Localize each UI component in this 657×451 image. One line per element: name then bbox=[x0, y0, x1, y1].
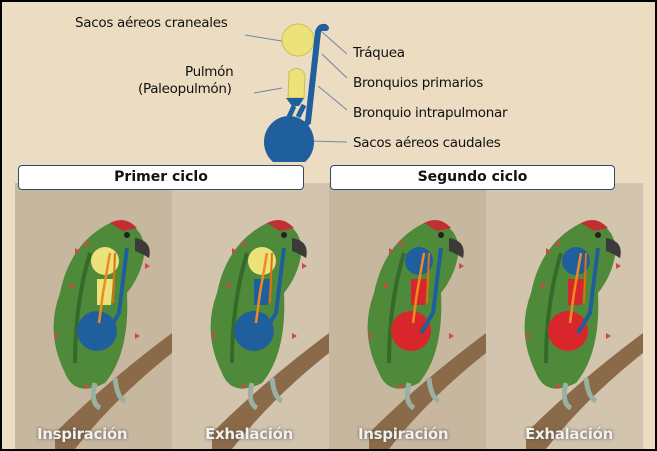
parrot-illustration bbox=[172, 183, 329, 449]
parrot-panel: Exhalación bbox=[172, 183, 329, 449]
branch bbox=[212, 333, 329, 449]
trachea bbox=[105, 247, 129, 335]
label-trachea: Tráquea bbox=[353, 45, 405, 61]
airflow-arrow bbox=[254, 252, 269, 324]
phase-caption: Inspiración bbox=[37, 425, 128, 443]
parrot-panel: Exhalación bbox=[486, 183, 643, 449]
lung bbox=[97, 279, 113, 305]
branch bbox=[526, 333, 643, 449]
lung bbox=[254, 279, 270, 305]
label-caudal-air-sacs: Sacos aéreos caudales bbox=[353, 135, 501, 151]
branch bbox=[369, 333, 486, 449]
caudal-air-sac bbox=[264, 116, 314, 162]
beak bbox=[449, 238, 464, 258]
parrot-panel: Inspiración bbox=[329, 183, 486, 449]
beak bbox=[292, 238, 307, 258]
beak bbox=[606, 238, 621, 258]
parrot-panel: Inspiración bbox=[15, 183, 172, 449]
trachea bbox=[576, 247, 600, 335]
airflow-arrow bbox=[568, 252, 583, 324]
cranial-air-sac bbox=[562, 247, 590, 275]
parrot-illustration bbox=[15, 183, 172, 449]
trachea bbox=[419, 247, 443, 335]
airflow-arrow bbox=[411, 252, 426, 324]
first-cycle-header: Primer ciclo bbox=[18, 165, 304, 190]
phase-caption: Inspiración bbox=[358, 425, 449, 443]
parrot-illustration bbox=[486, 183, 643, 449]
trachea bbox=[262, 247, 286, 335]
label-primary-bronchi: Bronquios primarios bbox=[353, 75, 483, 91]
cranial-air-sac bbox=[281, 23, 315, 57]
caudal-air-sac bbox=[548, 311, 588, 351]
intrapulmonary-bronchus bbox=[286, 98, 304, 106]
cranial-air-sac bbox=[248, 247, 276, 275]
caudal-air-sac bbox=[234, 311, 274, 351]
caudal-air-sac bbox=[77, 311, 117, 351]
label-lung-sub: (Paleopulmón) bbox=[138, 81, 232, 97]
second-cycle-header: Segundo ciclo bbox=[330, 165, 615, 190]
respiratory-system-diagram bbox=[244, 23, 348, 162]
airflow-arrow bbox=[97, 252, 112, 324]
parrot-illustration bbox=[329, 183, 486, 449]
label-cranial-air-sacs: Sacos aéreos craneales bbox=[75, 15, 228, 31]
branch bbox=[55, 333, 172, 449]
phase-caption: Exhalación bbox=[205, 425, 294, 443]
label-intrapulmonary-bronchus: Bronquio intrapulmonar bbox=[353, 105, 508, 121]
lung bbox=[411, 279, 427, 305]
caudal-air-sac bbox=[391, 311, 431, 351]
parrot-illustrations: Inspiración Exhalación Inspiración bbox=[15, 183, 643, 449]
cranial-air-sac bbox=[91, 247, 119, 275]
cranial-air-sac bbox=[405, 247, 433, 275]
lung bbox=[568, 279, 584, 305]
lung bbox=[287, 68, 306, 99]
label-lung: Pulmón bbox=[185, 64, 234, 80]
beak bbox=[135, 238, 150, 258]
phase-caption: Exhalación bbox=[525, 425, 614, 443]
